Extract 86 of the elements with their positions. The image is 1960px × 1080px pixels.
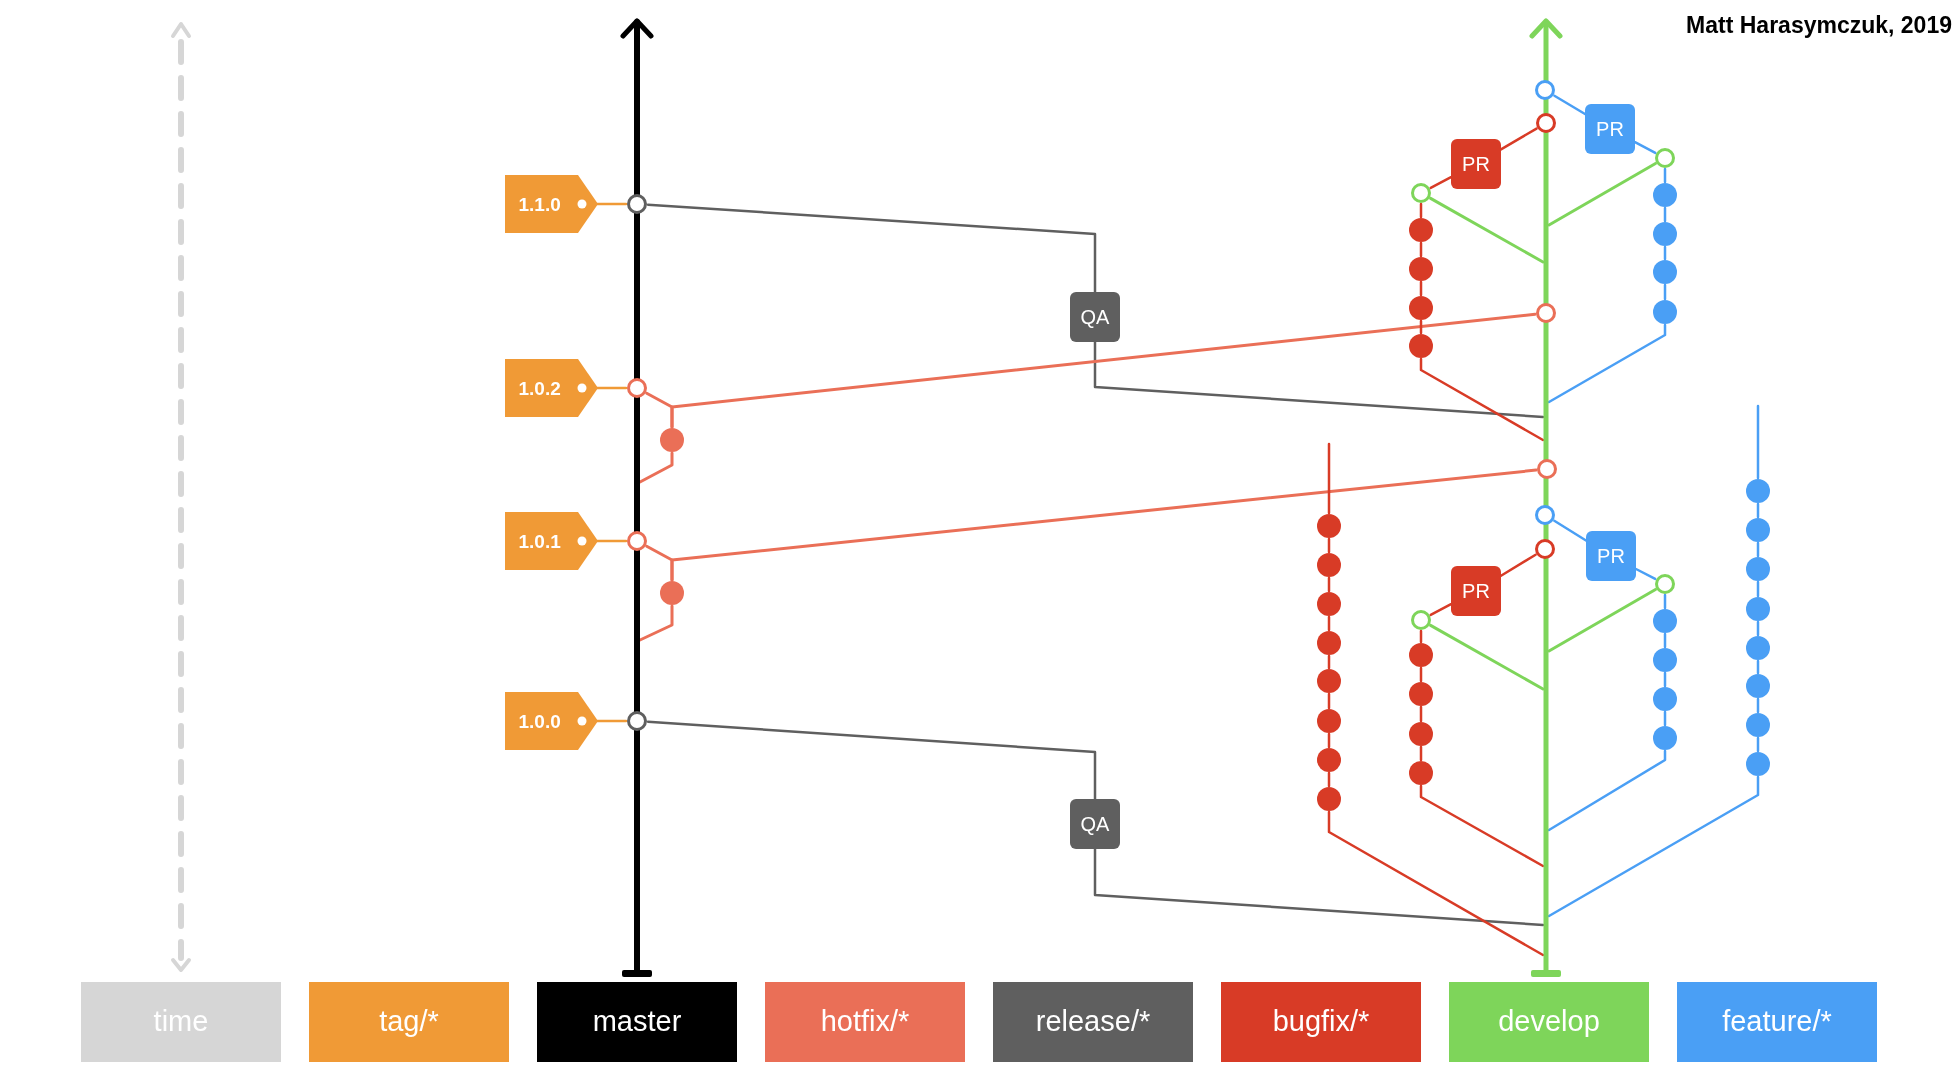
pull-request-box: PR bbox=[1586, 531, 1636, 581]
version-label: 1.0.0 bbox=[517, 711, 561, 731]
branch-connector bbox=[1093, 847, 1545, 927]
branch-connector bbox=[1327, 654, 1331, 670]
branch-connector bbox=[596, 386, 628, 390]
branch-connector bbox=[646, 203, 1097, 294]
legend-label: hotfix/* bbox=[820, 1004, 910, 1040]
branch-connector bbox=[1429, 602, 1453, 617]
branch-connector bbox=[1756, 659, 1760, 675]
version-label: 1.1.0 bbox=[517, 194, 561, 214]
branch-connector bbox=[1756, 736, 1760, 753]
branch-connector bbox=[1419, 357, 1545, 442]
branch-connector bbox=[1419, 241, 1423, 258]
branch-line bbox=[620, 18, 654, 978]
branch-connector bbox=[596, 539, 628, 543]
branch-connector bbox=[1756, 580, 1760, 598]
branch-connector bbox=[1327, 810, 1545, 957]
branch-connector bbox=[1663, 593, 1667, 610]
branch-connector bbox=[1663, 710, 1667, 727]
legend-label: feature/* bbox=[1722, 1004, 1832, 1040]
branch-connector bbox=[1419, 666, 1423, 683]
branch-connector bbox=[1419, 629, 1423, 644]
branch-connector bbox=[596, 202, 628, 206]
branch-connector bbox=[638, 451, 674, 484]
branch-connector bbox=[1419, 745, 1423, 762]
branch-connector bbox=[1429, 196, 1545, 264]
version-tag bbox=[504, 512, 598, 570]
branch-connector bbox=[1756, 620, 1760, 637]
branch-line bbox=[1529, 18, 1563, 978]
branch-connector bbox=[1663, 632, 1667, 649]
pull-request-box: PR bbox=[1451, 566, 1501, 616]
branch-connector bbox=[1547, 323, 1667, 404]
branch-connector bbox=[1756, 404, 1760, 480]
version-tag bbox=[504, 692, 598, 750]
legend-label: release/* bbox=[1035, 1004, 1151, 1040]
branch-connector bbox=[1633, 140, 1657, 155]
branch-connector bbox=[1634, 567, 1657, 581]
branch-connector bbox=[1547, 588, 1657, 653]
version-tag bbox=[504, 175, 598, 233]
branch-connector bbox=[1327, 771, 1331, 788]
version-label: 1.0.2 bbox=[517, 378, 561, 398]
legend-label: bugfix/* bbox=[1272, 1004, 1370, 1040]
branch-connector bbox=[596, 719, 628, 723]
version-tag bbox=[504, 359, 598, 417]
legend-label: develop bbox=[1498, 1004, 1600, 1040]
branch-connector bbox=[1419, 705, 1423, 723]
branch-connector bbox=[1756, 697, 1760, 714]
branch-connector bbox=[1327, 537, 1331, 554]
branch-connector bbox=[1419, 202, 1423, 219]
branch-connector bbox=[1553, 519, 1588, 542]
branch-connector bbox=[1419, 280, 1423, 297]
qa-stage-box: QA bbox=[1070, 799, 1120, 849]
branch-connector bbox=[1499, 553, 1537, 578]
version-label: 1.0.1 bbox=[517, 531, 561, 551]
branch-connector bbox=[1093, 340, 1545, 419]
branch-connector bbox=[1499, 127, 1538, 151]
legend-label: tag/* bbox=[379, 1004, 439, 1040]
branch-connector bbox=[1663, 283, 1667, 301]
branch-connector bbox=[1547, 749, 1667, 832]
branch-connector bbox=[1553, 94, 1587, 116]
branch-connector bbox=[1663, 206, 1667, 223]
branch-connector bbox=[646, 720, 1097, 801]
branch-connector bbox=[670, 468, 1538, 582]
author-credit: Matt Harasymczuk, 2019 bbox=[1686, 11, 1952, 40]
branch-connector bbox=[1327, 692, 1331, 710]
branch-connector bbox=[1547, 162, 1657, 227]
branch-connector bbox=[1429, 623, 1545, 691]
branch-connector bbox=[1419, 784, 1545, 868]
pull-request-box: PR bbox=[1585, 104, 1635, 154]
branch-connector bbox=[1327, 442, 1331, 515]
branch-connector bbox=[1429, 175, 1453, 190]
branch-connector bbox=[1327, 576, 1331, 593]
qa-stage-box: QA bbox=[1070, 292, 1120, 342]
branch-connector bbox=[638, 604, 674, 642]
branch-connector bbox=[1663, 167, 1667, 184]
branch-connector bbox=[1327, 615, 1331, 632]
branch-connector bbox=[1327, 732, 1331, 749]
branch-connector bbox=[1547, 775, 1760, 918]
legend-label: master bbox=[592, 1004, 682, 1040]
branch-connector bbox=[1419, 319, 1423, 335]
branch-connector bbox=[1663, 245, 1667, 261]
branch-connector bbox=[670, 312, 1537, 429]
pull-request-box: PR bbox=[1451, 139, 1501, 189]
branch-connector bbox=[1756, 541, 1760, 558]
branch-connector bbox=[1663, 671, 1667, 688]
branch-connector bbox=[1756, 502, 1760, 519]
